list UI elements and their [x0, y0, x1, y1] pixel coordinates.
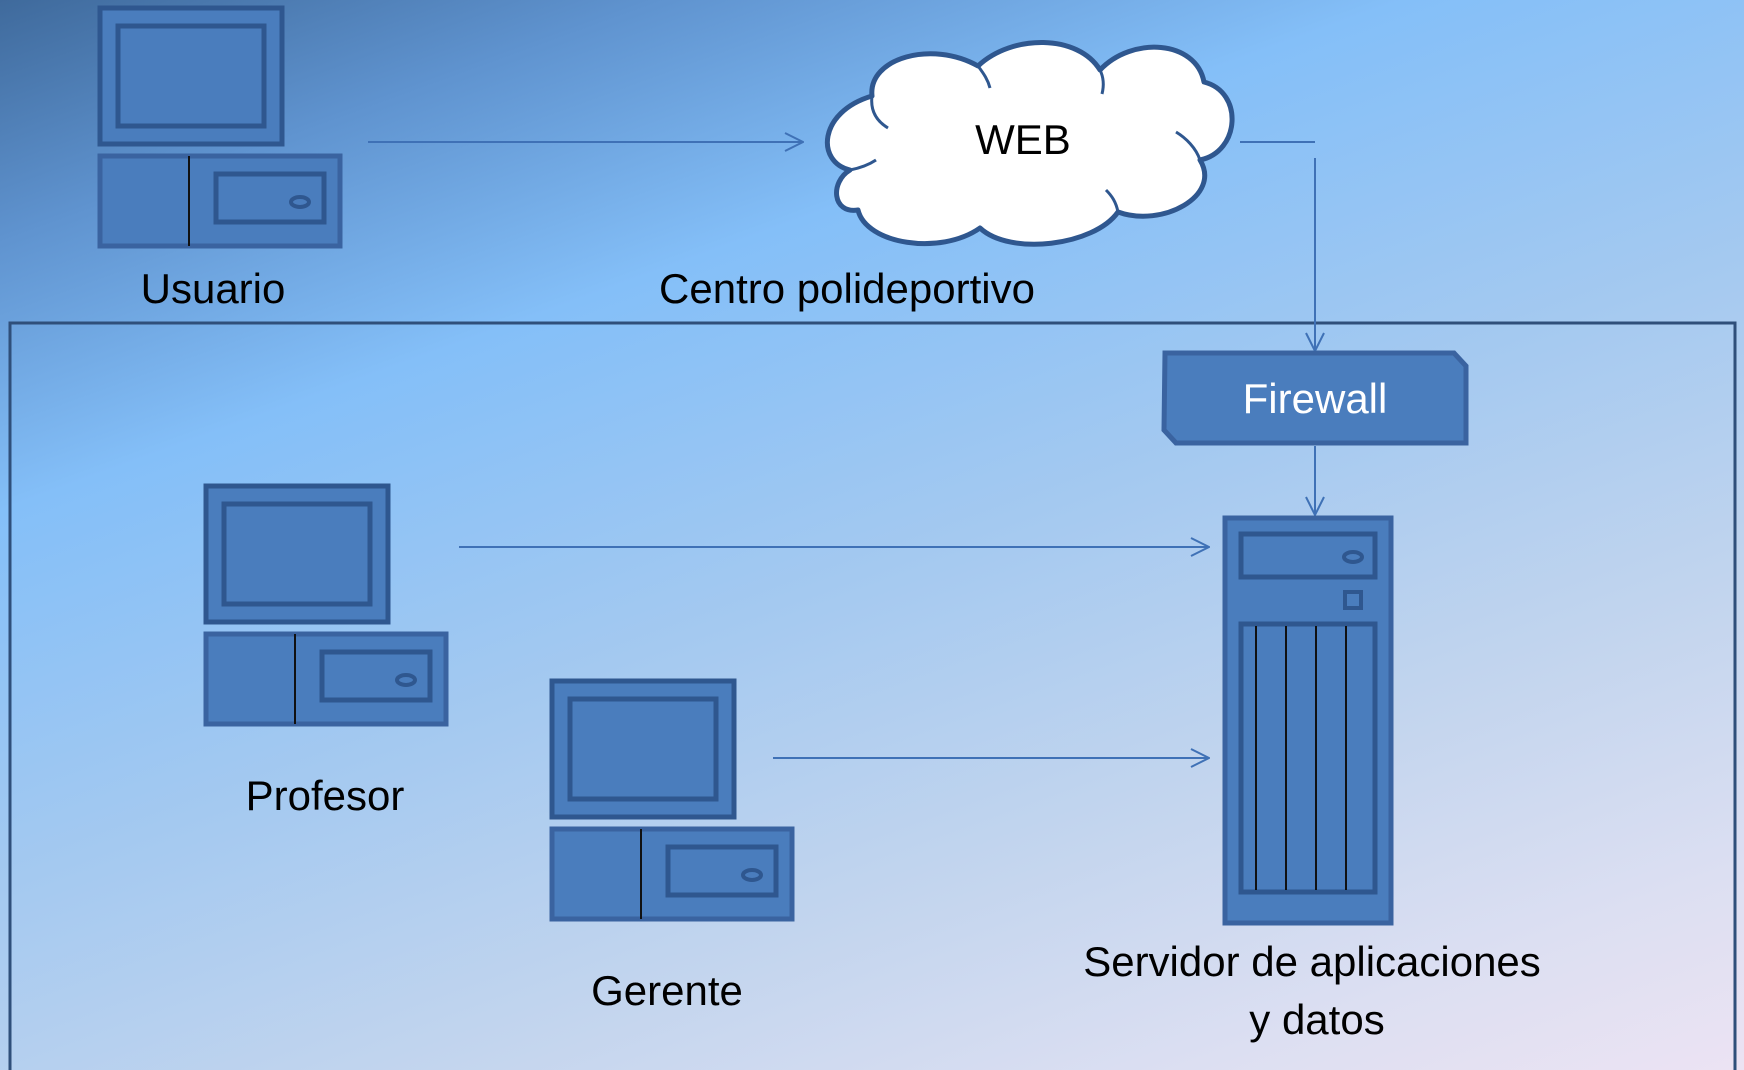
servidor-label-line2: y datos — [1249, 996, 1384, 1043]
centro-boundary — [8, 321, 1737, 1070]
web-cloud-icon — [824, 40, 1235, 247]
profesor-computer-icon — [206, 486, 446, 724]
centro-label: Centro polideportivo — [659, 265, 1035, 312]
gerente-computer-icon — [552, 681, 792, 919]
profesor-label: Profesor — [246, 772, 405, 819]
usuario-computer-icon — [100, 8, 340, 246]
firewall-label: Firewall — [1243, 375, 1388, 422]
servidor-label-line1: Servidor de aplicaciones — [1083, 938, 1541, 985]
usuario-label: Usuario — [141, 265, 286, 312]
firewall-box — [1161, 350, 1469, 446]
web-label: WEB — [975, 116, 1071, 163]
gerente-label: Gerente — [591, 967, 743, 1014]
server-tower-icon — [1222, 515, 1394, 926]
